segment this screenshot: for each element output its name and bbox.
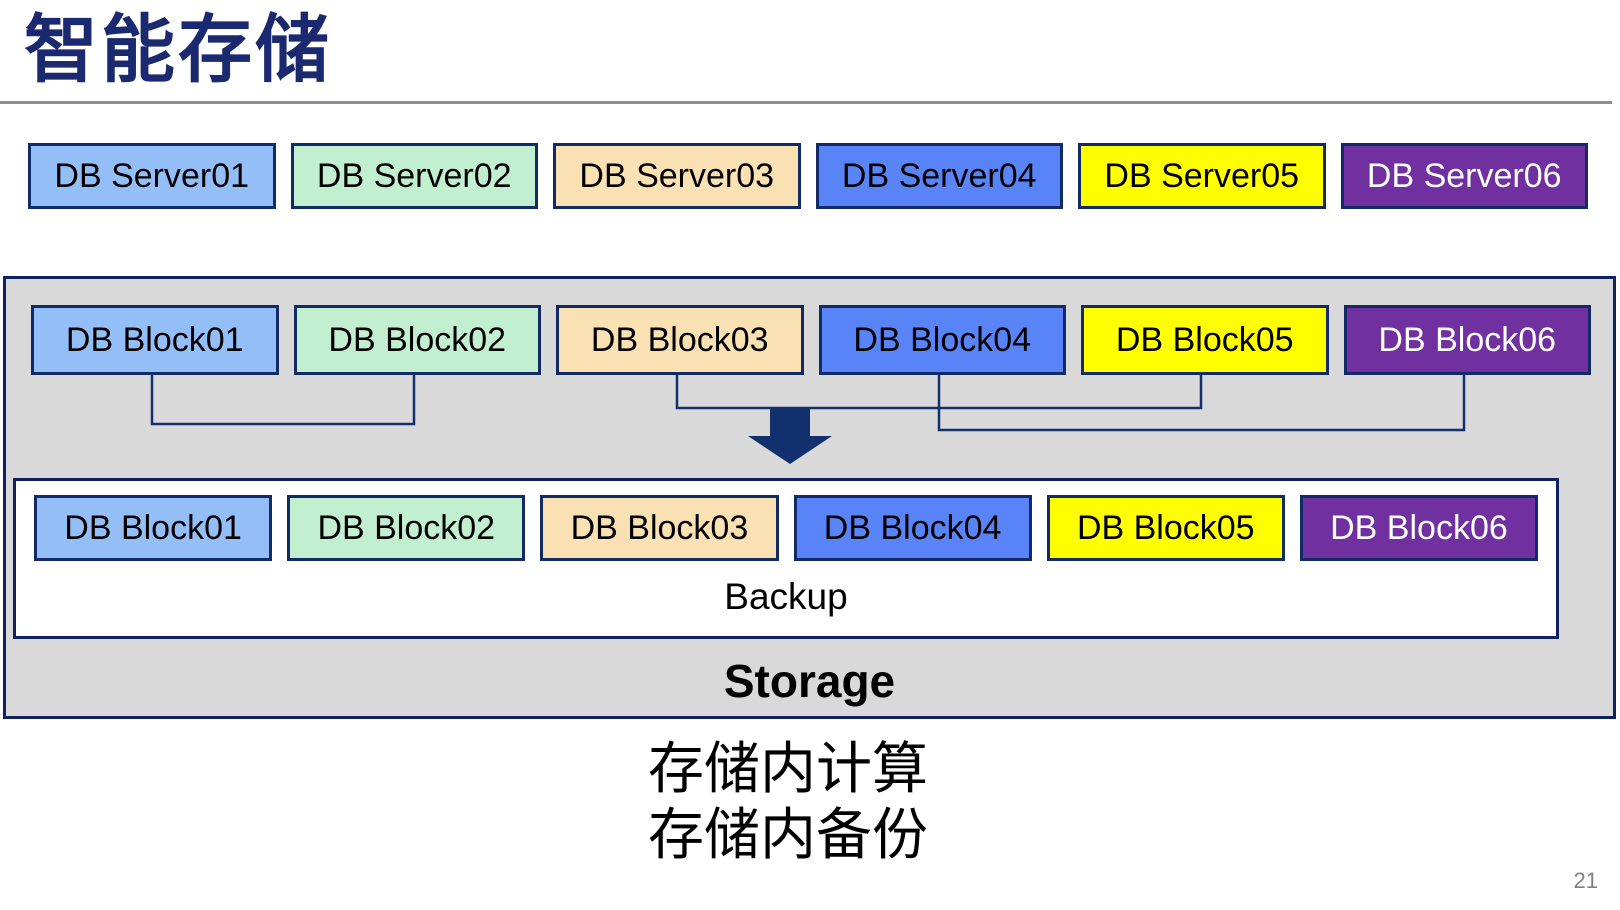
caption-text: 存储内计算 存储内备份 bbox=[648, 736, 928, 868]
caption-line-1: 存储内计算 bbox=[648, 737, 928, 800]
page-title: 智能存储 bbox=[24, 8, 332, 91]
block-row-bottom: DB Block01 DB Block02 DB Block03 DB Bloc… bbox=[34, 495, 1539, 561]
block-bottom-01: DB Block01 bbox=[34, 495, 273, 561]
block-bottom-05: DB Block05 bbox=[1046, 495, 1285, 561]
server-box-01: DB Server01 bbox=[28, 143, 276, 209]
block-top-06: DB Block06 bbox=[1343, 305, 1591, 375]
backup-label: Backup bbox=[724, 575, 848, 617]
storage-label: Storage bbox=[723, 655, 896, 707]
server-box-04: DB Server04 bbox=[815, 143, 1063, 209]
server-box-05: DB Server05 bbox=[1078, 143, 1326, 209]
block-bottom-03: DB Block03 bbox=[540, 495, 779, 561]
caption-line-2: 存储内备份 bbox=[648, 803, 928, 866]
block-bottom-02: DB Block02 bbox=[287, 495, 526, 561]
block-bottom-04: DB Block04 bbox=[793, 495, 1032, 561]
block-top-04: DB Block04 bbox=[818, 305, 1066, 375]
block-bottom-06: DB Block06 bbox=[1299, 495, 1539, 561]
title-divider bbox=[0, 101, 1612, 104]
block-top-03: DB Block03 bbox=[556, 305, 804, 375]
block-row-top: DB Block01 DB Block02 DB Block03 DB Bloc… bbox=[31, 305, 1591, 375]
block-top-01: DB Block01 bbox=[31, 305, 279, 375]
page-number: 21 bbox=[1573, 868, 1598, 893]
server-box-06: DB Server06 bbox=[1340, 143, 1588, 209]
block-top-02: DB Block02 bbox=[293, 305, 541, 375]
block-top-05: DB Block05 bbox=[1081, 305, 1329, 375]
server-box-03: DB Server03 bbox=[553, 143, 801, 209]
storage-container: DB Block01 DB Block02 DB Block03 DB Bloc… bbox=[3, 276, 1616, 719]
server-box-02: DB Server02 bbox=[290, 143, 538, 209]
server-row: DB Server01 DB Server02 DB Server03 DB S… bbox=[28, 143, 1588, 209]
backup-box: DB Block01 DB Block02 DB Block03 DB Bloc… bbox=[13, 478, 1559, 639]
